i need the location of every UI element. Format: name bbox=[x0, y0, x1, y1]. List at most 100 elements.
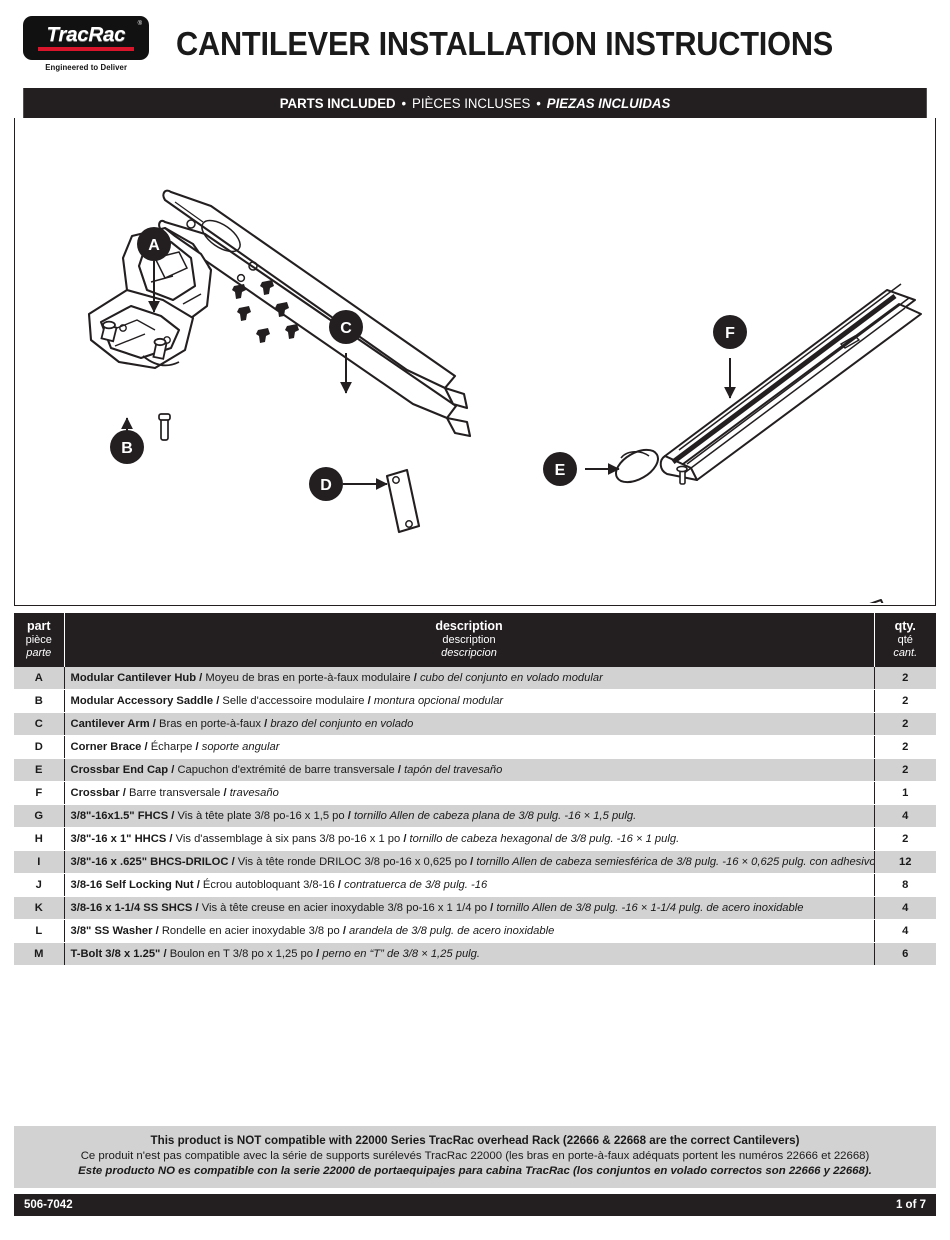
page-header: TracRac ® Engineered to Deliver CANTILEV… bbox=[0, 0, 950, 88]
description-en: 3/8"-16 x .625" BHCS-DRILOC bbox=[70, 855, 229, 868]
banner-label-fr: PIÈCES INCLUSES bbox=[412, 95, 531, 111]
parts-table-head: part pièce parte description description… bbox=[14, 613, 936, 667]
callout-d: D bbox=[309, 467, 343, 501]
description-separator: / bbox=[192, 901, 202, 914]
description-separator: / bbox=[394, 763, 405, 776]
callout-b: B bbox=[110, 430, 144, 464]
description-en: Cantilever Arm bbox=[70, 717, 150, 730]
part-m-t-bolt bbox=[869, 599, 884, 603]
cell-description: 3/8" SS Washer / Rondelle en acier inoxy… bbox=[63, 919, 874, 944]
description-fr: Rondelle en acier inoxydable 3/8 po bbox=[161, 924, 340, 937]
page-footer: 506-7042 1 of 7 bbox=[14, 1194, 936, 1216]
description-separator: / bbox=[467, 855, 477, 868]
cell-part-letter: M bbox=[14, 942, 64, 967]
table-header-row: part pièce parte description description… bbox=[14, 613, 936, 667]
cell-part-letter: H bbox=[14, 827, 64, 852]
cell-quantity: 12 bbox=[873, 850, 936, 875]
description-en: Modular Accessory Saddle bbox=[70, 694, 214, 707]
callout-c-label: C bbox=[340, 320, 352, 337]
description-separator: / bbox=[152, 924, 162, 937]
cell-quantity: 1 bbox=[873, 781, 936, 806]
description-es: montura opcional modular bbox=[373, 694, 504, 707]
description-separator: / bbox=[168, 763, 178, 776]
cell-quantity: 2 bbox=[873, 712, 936, 737]
callout-e-label: E bbox=[555, 462, 566, 479]
part-e-crossbar-end-cap bbox=[615, 448, 659, 484]
col-qty-es: cant. bbox=[893, 646, 918, 659]
hub-bolt-upper bbox=[152, 337, 168, 360]
warning-en: This product is NOT compatible with 2200… bbox=[150, 1134, 800, 1147]
end-cap-screw bbox=[676, 465, 688, 485]
description-es: tornillo Allen de cabeza plana de 3/8 pu… bbox=[353, 809, 637, 822]
description-es: tornillo de cabeza hexagonal de 3/8 pulg… bbox=[409, 832, 680, 845]
crossbar-label-mark bbox=[839, 335, 861, 349]
cell-quantity: 4 bbox=[873, 896, 936, 921]
description-en: 3/8-16 x 1-1/4 SS SHCS bbox=[70, 901, 193, 914]
logo-plate: TracRac ® bbox=[23, 16, 149, 60]
cell-description: T-Bolt 3/8 x 1.25" / Boulon en T 3/8 po … bbox=[63, 942, 874, 967]
part-c-cantilever-arm bbox=[158, 189, 472, 438]
compatibility-warning: This product is NOT compatible with 2200… bbox=[14, 1126, 936, 1189]
description-es: brazo del conjunto en volado bbox=[270, 717, 414, 730]
registered-trademark-icon: ® bbox=[137, 21, 142, 27]
cell-part-letter: J bbox=[14, 873, 64, 898]
description-separator: / bbox=[486, 901, 497, 914]
column-header-description: description description descripcion bbox=[63, 613, 875, 667]
description-fr: Barre transversale bbox=[128, 786, 221, 799]
description-separator: / bbox=[119, 786, 129, 799]
description-en: 3/8"-16 x 1" HHCS bbox=[70, 832, 167, 845]
col-desc-es: descripcion bbox=[441, 646, 497, 659]
description-en: Corner Brace bbox=[70, 740, 142, 753]
callout-e: E bbox=[543, 452, 577, 486]
part-f-crossbar-grooves bbox=[678, 283, 910, 475]
description-fr: Vis d'assemblage à six pans 3/8 po-16 x … bbox=[175, 832, 401, 845]
description-separator: / bbox=[312, 947, 323, 960]
cell-quantity: 4 bbox=[873, 804, 936, 829]
description-es: tornillo Allen de cabeza semiesférica de… bbox=[476, 855, 874, 868]
page-number: 1 of 7 bbox=[895, 1199, 926, 1211]
cell-description: Crossbar / Barre transversale / travesañ… bbox=[63, 781, 874, 806]
description-separator: / bbox=[192, 740, 202, 753]
description-separator: / bbox=[196, 671, 206, 684]
description-en: Crossbar End Cap bbox=[70, 763, 169, 776]
exploded-parts-diagram: A B C D E F bbox=[14, 118, 936, 606]
description-separator: / bbox=[213, 694, 223, 707]
description-separator: / bbox=[228, 855, 238, 868]
col-part-es: parte bbox=[26, 646, 52, 659]
table-row: H 3/8"-16 x 1" HHCS / Vis d'assemblage à … bbox=[14, 827, 936, 852]
column-header-part: part pièce parte bbox=[14, 613, 64, 667]
cell-description: Cantilever Arm / Bras en porte-à-faux / … bbox=[63, 712, 874, 737]
cell-part-letter: I bbox=[14, 850, 64, 875]
col-desc-en: description bbox=[435, 619, 503, 633]
description-en: T-Bolt 3/8 x 1.25" bbox=[70, 947, 161, 960]
description-separator: / bbox=[344, 809, 354, 822]
arm-fasteners-group bbox=[232, 280, 299, 343]
cell-part-letter: E bbox=[14, 758, 64, 783]
col-qty-fr: qté bbox=[897, 633, 913, 646]
cell-quantity: 2 bbox=[873, 758, 936, 783]
parts-included-banner: PARTS INCLUDED • PIÈCES INCLUSES • PIEZA… bbox=[23, 88, 927, 118]
description-separator: / bbox=[220, 786, 230, 799]
description-fr: Moyeu de bras en porte-à-faux modulaire bbox=[205, 671, 411, 684]
banner-label-en: PARTS INCLUDED bbox=[279, 95, 396, 111]
cell-part-letter: F bbox=[14, 781, 64, 806]
description-separator: / bbox=[400, 832, 410, 845]
cell-description: Modular Accessory Saddle / Selle d'acces… bbox=[63, 689, 874, 714]
cell-quantity: 8 bbox=[873, 873, 936, 898]
cell-quantity: 2 bbox=[873, 689, 936, 714]
description-fr: Bras en porte-à-faux bbox=[159, 717, 261, 730]
parts-table: part pièce parte description description… bbox=[14, 613, 936, 967]
callout-f: F bbox=[713, 315, 747, 349]
description-es: soporte angular bbox=[201, 740, 280, 753]
col-part-en: part bbox=[26, 619, 51, 633]
description-es: travesaño bbox=[229, 786, 279, 799]
description-es: cubo del conjunto en volado modular bbox=[419, 671, 603, 684]
column-header-qty: qty. qté cant. bbox=[874, 613, 936, 667]
description-fr: Selle d'accessoire modulaire bbox=[222, 694, 365, 707]
description-en: 3/8" SS Washer bbox=[70, 924, 153, 937]
description-fr: Vis à tête creuse en acier inoxydable 3/… bbox=[201, 901, 487, 914]
